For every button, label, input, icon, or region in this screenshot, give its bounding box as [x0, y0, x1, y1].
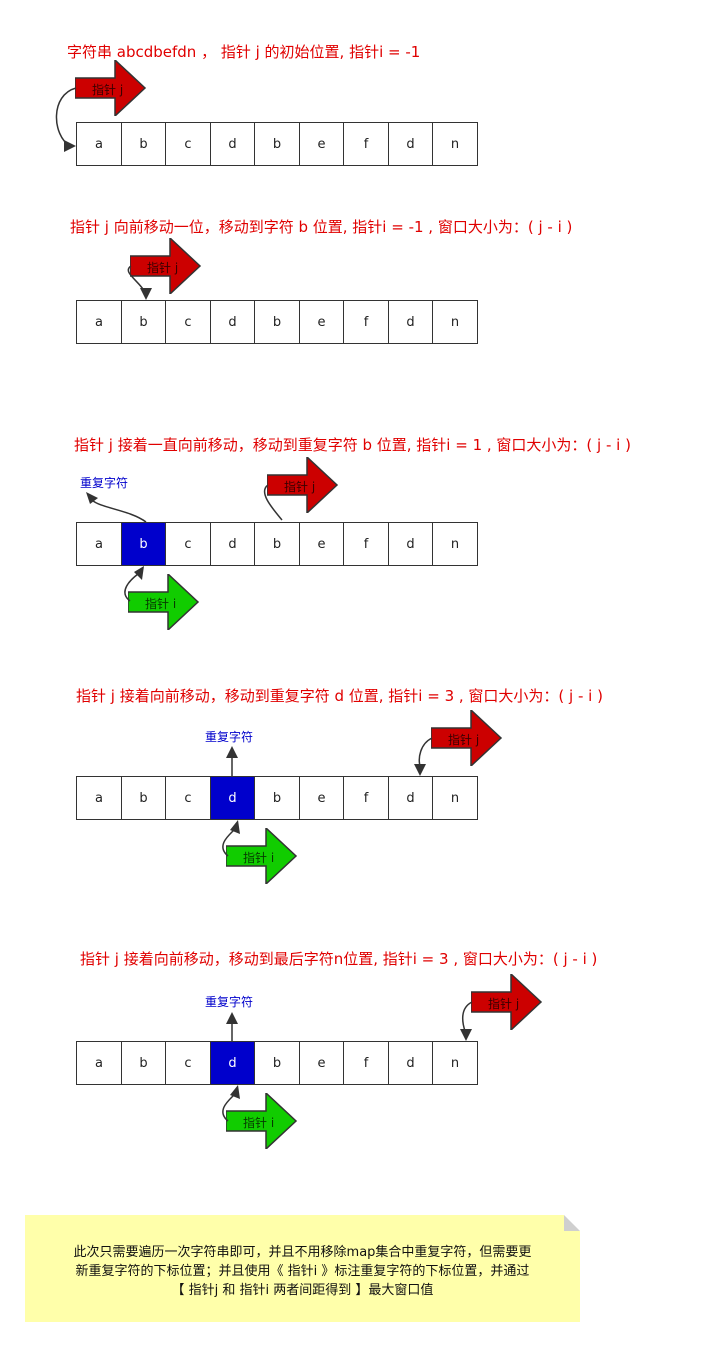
step-title: 指针 j 向前移动一位，移动到字符 b 位置, 指针i = -1 , 窗口大小为… — [70, 218, 573, 236]
char-cell: d — [209, 300, 256, 344]
char-cell: c — [165, 522, 211, 566]
note-text: 此次只需要遍历一次字符串即可，并且不用移除map集合中重复字符，但需要更 新重复… — [25, 1243, 580, 1300]
char-cell: b — [120, 122, 167, 166]
connectors — [222, 1001, 473, 1122]
pointer-j-label: 指针 j — [448, 733, 480, 747]
pointer-j-label: 指针 j — [92, 83, 124, 97]
char-cell: e — [298, 776, 345, 820]
char-cell: d — [387, 522, 434, 566]
char-cell: d — [387, 776, 434, 820]
pointer-i-arrow: 指针 i — [226, 1093, 298, 1149]
step-title: 字符串 abcdbefdn ， 指针 j 的初始位置, 指针i = -1 — [67, 43, 421, 61]
char-cell: a — [76, 1041, 122, 1085]
pointer-i-label: 指针 i — [145, 597, 177, 611]
pointer-j-arrow: 指针 j — [431, 710, 503, 766]
pointer-j-connector — [55, 87, 77, 152]
pointer-j-label: 指针 j — [488, 997, 520, 1011]
char-cell: a — [76, 122, 122, 166]
char-cell: a — [76, 776, 122, 820]
char-cell: b — [254, 300, 300, 344]
char-cell: b — [120, 1041, 167, 1085]
char-cell: b — [254, 1041, 300, 1085]
char-cell: b — [254, 122, 300, 166]
char-cell: e — [298, 122, 345, 166]
char-cell: e — [298, 1041, 345, 1085]
char-cell: n — [432, 122, 478, 166]
note-line: 此次只需要遍历一次字符串即可，并且不用移除map集合中重复字符，但需要更 — [73, 1245, 532, 1260]
duplicate-char-label: 重复字符 — [205, 995, 254, 1009]
char-cell: d — [387, 1041, 434, 1085]
char-cell: d — [387, 122, 434, 166]
duplicate-char-label: 重复字符 — [80, 476, 129, 490]
step-title: 指针 j 接着一直向前移动，移动到重复字符 b 位置, 指针i = 1 , 窗口… — [74, 436, 631, 454]
pointer-i-arrow: 指针 i — [226, 828, 298, 884]
char-array: a b c d b e f d n — [76, 1041, 478, 1085]
char-array: a b c d b e f d n — [76, 776, 478, 820]
char-cell: d — [209, 522, 256, 566]
step-title: 指针 j 接着向前移动，移动到重复字符 d 位置, 指针i = 3 , 窗口大小… — [76, 687, 603, 705]
summary-note: 此次只需要遍历一次字符串即可，并且不用移除map集合中重复字符，但需要更 新重复… — [25, 1215, 580, 1322]
char-cell: b — [254, 522, 300, 566]
char-cell: f — [343, 1041, 389, 1085]
pointer-i-arrow: 指针 i — [128, 574, 200, 630]
note-line: 【 指针j 和 指针i 两者间距得到 】最大窗口值 — [171, 1283, 434, 1298]
step-title: 指针 j 接着向前移动，移动到最后字符n位置, 指针i = 3 , 窗口大小为：… — [80, 950, 598, 968]
duplicate-char-cell: d — [209, 1041, 256, 1085]
char-cell: n — [432, 1041, 478, 1085]
pointer-j-arrow: 指针 j — [130, 238, 202, 294]
char-cell: d — [387, 300, 434, 344]
char-cell: c — [165, 776, 211, 820]
char-cell: n — [432, 522, 478, 566]
pointer-j-connector — [127, 265, 152, 300]
char-array: a b c d b e f d n — [76, 300, 478, 344]
note-folded-corner — [564, 1215, 580, 1231]
char-array: a b c d b e f d n — [76, 122, 478, 166]
connectors — [86, 484, 283, 602]
char-cell: e — [298, 522, 345, 566]
pointer-j-label: 指针 j — [284, 480, 316, 494]
char-cell: b — [120, 776, 167, 820]
pointer-j-arrow: 指针 j — [267, 457, 339, 513]
char-cell: n — [432, 300, 478, 344]
pointer-j-arrow: 指针 j — [471, 974, 543, 1030]
char-cell: c — [165, 1041, 211, 1085]
duplicate-char-label: 重复字符 — [205, 730, 254, 744]
connectors — [222, 737, 433, 857]
pointer-j-arrow: 指针 j — [75, 60, 147, 116]
pointer-j-label: 指针 j — [147, 261, 179, 275]
char-cell: a — [76, 522, 122, 566]
char-cell: c — [165, 300, 211, 344]
note-line: 新重复字符的下标位置；并且使用《 指针i 》标注重复字符的下标位置，并通过 — [75, 1264, 530, 1279]
char-cell: n — [432, 776, 478, 820]
char-array: a b c d b e f d n — [76, 522, 478, 566]
pointer-i-label: 指针 i — [243, 1116, 275, 1130]
pointer-i-label: 指针 i — [243, 851, 275, 865]
